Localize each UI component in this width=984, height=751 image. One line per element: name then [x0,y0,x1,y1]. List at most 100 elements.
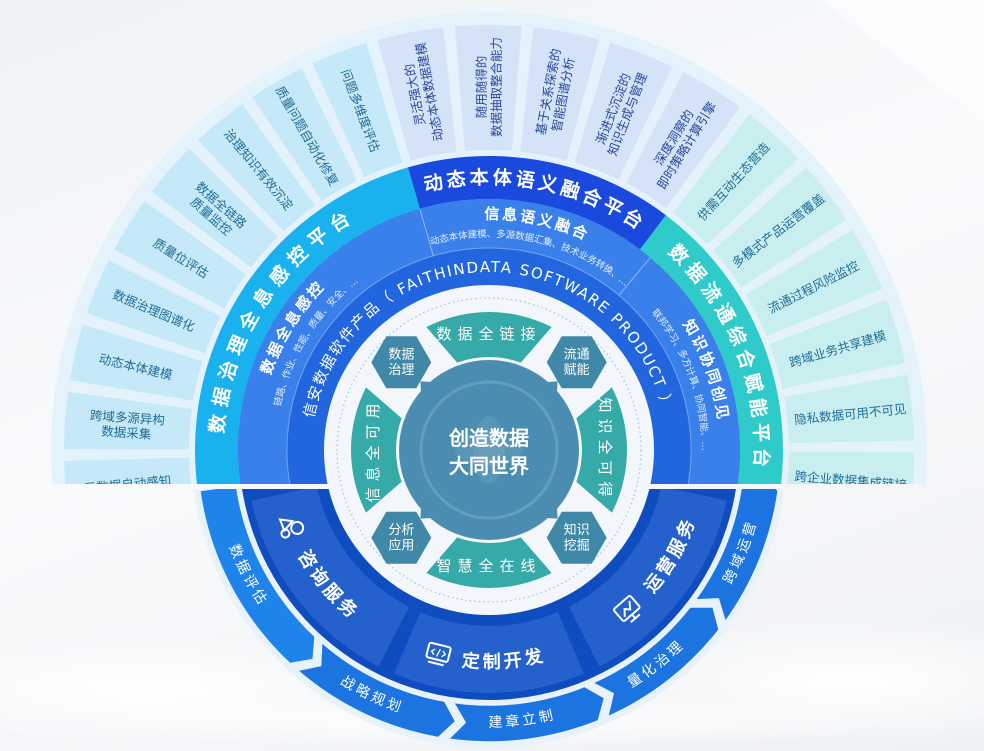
core-hexagon: 数据治理 [371,336,432,389]
center-point [541,381,558,398]
outer-tile-label-line: 元数据自动感知 [83,472,172,495]
outer-tile-background [745,229,883,337]
core-hexagon: 分析应用 [371,511,432,564]
outer-tile-label: 跨域多源异构数据采集 [88,407,165,442]
hexagon-label-line: 流通 [564,347,590,362]
outer-tile: 深度洞察的即时策略计算引擎 [626,71,741,208]
platform-half: 元数据自动感知跨域多源异构数据采集动态本体建模数据治理图谱化质量位评估数据全链路… [51,12,927,495]
core-segment-shape [576,387,628,513]
center-point [420,502,437,519]
step-arrow [295,640,457,739]
center-point [420,381,437,398]
hexagon-label: 分析应用 [388,522,414,553]
outer-tile-background [769,299,906,389]
center-decor-ring [419,380,559,520]
outer-tile-background [626,71,741,208]
outer-tile-background [784,374,914,444]
outer-tile: 动态本体建模 [69,324,203,401]
hexagon-label-line: 挖掘 [564,538,590,553]
core-hexagon: 知识挖掘 [546,511,607,564]
center-point [541,502,558,519]
center-title-line1: 创造数据 [448,426,529,450]
outer-tile-label-line: 随用随得的 [473,56,488,119]
outer-tile: 随用随得的数据抽取整合能力 [454,25,522,151]
core-segment: 信息全可用 [351,387,402,513]
step-arrow [590,606,720,719]
outer-tile-background [312,43,403,178]
core-hexagon: 流通赋能 [546,336,607,389]
consulting-icon [278,518,305,539]
outer-tile: 隐私数据可用不可见 [784,374,914,444]
hexagon-label: 流通赋能 [564,347,590,378]
outer-tile-background [64,391,192,450]
outer-tile-background [252,68,357,201]
hexagon-shape [371,336,432,389]
hexagon-shape [371,511,432,564]
outer-tile-label-line: 跨域多源异构 [89,407,165,427]
outer-tile: 元数据自动感知 [64,457,191,495]
core-segment-label: 知识全可得 [596,397,614,502]
outer-tiles-circulation: 供需互动生态营造多模式产品运营覆盖流通过程风险监控跨域业务共享建模隐私数据可用不… [672,114,914,484]
step-arrow [198,489,316,665]
outer-tile-background [377,27,457,161]
hexagon-label-line: 知识 [564,521,590,537]
hexagon-label-line: 分析 [388,522,414,537]
outer-tile-background [198,103,315,232]
outer-tile-background [454,25,522,151]
hexagon-label: 数据治理 [388,347,414,378]
outer-tile: 渐进式沉淀的知识生成与管理 [574,42,673,180]
outer-tile-background [64,457,191,484]
outer-tile-background [69,324,203,401]
outer-tile-background [787,451,914,484]
outer-tile: 基于关系探索的智能图谱分析 [520,27,599,161]
outer-tile-background [86,260,221,354]
core-segment: 智慧全在线 [426,537,552,589]
platform-band [407,156,666,250]
outer-tile-background [151,148,278,268]
hexagon-label-line: 数据 [388,347,414,362]
platform-band [195,167,420,484]
outer-tile: 跨域业务共享建模 [769,299,906,389]
step-arrow [693,489,779,624]
hexagon-label-line: 赋能 [564,363,590,378]
hexagon-label-line: 治理 [388,363,414,378]
outer-tile-background [574,42,673,180]
service-panel [568,489,727,667]
hexagon-shape [546,336,607,389]
core-circle: 数据全链接知识全可得智慧全在线信息全可用流通赋能数据治理分析应用知识挖掘创造数据… [324,285,654,615]
outer-tile-background [712,167,847,288]
hexagon-shape [546,511,607,564]
service-panel [251,489,410,667]
step-arrow [446,685,606,743]
center-circle [399,360,579,540]
outer-tile-label: 元数据自动感知 [83,472,172,495]
service-1: 咨询服务 [251,489,410,667]
service-3: 运营服务 [568,489,727,667]
core-segment-label: 智慧全在线 [436,557,541,575]
outer-tile: 质量位评估 [114,200,246,309]
outer-tile: 跨域多源异构数据采集 [64,391,192,450]
chart-monitor-icon [613,595,641,623]
service-2: 定制开发 [394,612,584,693]
hexagon-label: 知识挖掘 [564,521,590,553]
capability-band [238,198,740,484]
outer-tile: 灵活强大的动态本体数据建模 [377,27,457,161]
outer-tile-background [520,27,599,161]
dotted-ring [336,297,642,603]
outer-tiles-semantic: 灵活强大的动态本体数据建模随用随得的数据抽取整合能力基于关系探索的智能图谱分析渐… [377,25,741,208]
center-title-line2: 大同世界 [449,454,529,478]
platform-band [640,215,783,484]
core-segment-label: 信息全可用 [364,397,382,502]
service-panel [394,612,584,693]
outer-tile-label: 随用随得的数据抽取整合能力 [473,37,503,137]
service-step-3: 建章立制 [446,685,606,743]
outer-tiles-governance: 元数据自动感知跨域多源异构数据采集动态本体建模数据治理图谱化质量位评估数据全链路… [64,43,403,495]
core-segment: 知识全可得 [576,387,628,513]
code-monitor-icon [425,641,452,667]
core-segment: 数据全链接 [426,312,552,363]
hexagon-label-line: 应用 [388,537,414,553]
outer-tile-background [114,200,246,309]
